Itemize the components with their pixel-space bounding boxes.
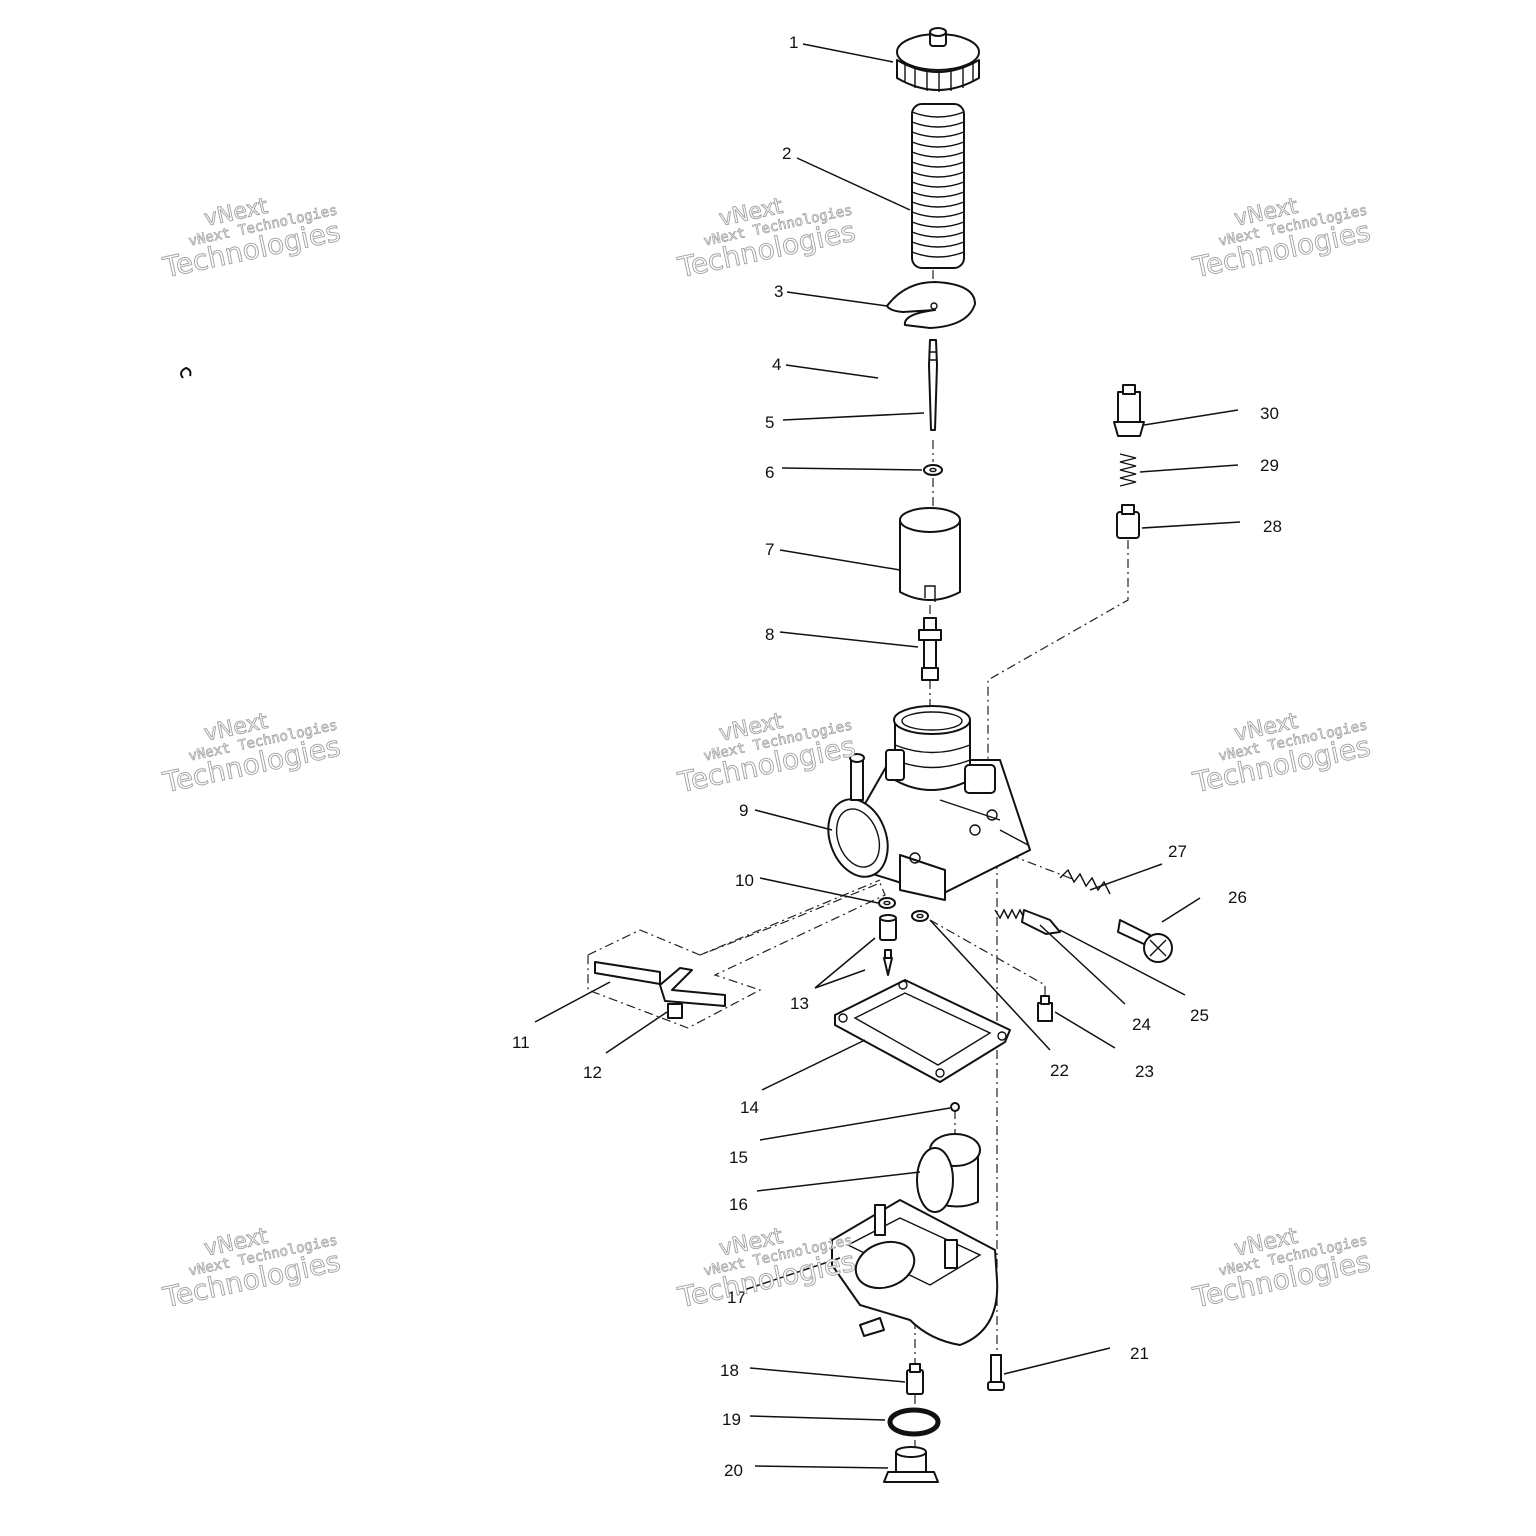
callout-26: 26 [1228,888,1247,907]
callout-3: 3 [774,282,783,301]
callout-29: 29 [1260,456,1279,475]
svg-text:vNext: vNext [1232,1224,1300,1262]
callout-5: 5 [765,413,774,432]
part-18-main-jet [906,1363,924,1395]
callout-14: 14 [740,1098,759,1117]
callout-9: 9 [739,801,748,820]
part-21-screw [987,1354,1005,1391]
svg-text:vNext Technologies: vNext Technologies [702,717,854,764]
part-12-float-arm [659,967,726,1019]
part-5-jet-needle [928,339,938,431]
svg-text:vNext: vNext [202,709,270,747]
svg-text:vNext: vNext [202,1224,270,1262]
callout-24: 24 [1132,1015,1151,1034]
part-23-pilot-jet [1037,995,1053,1022]
part-2-throttle-spring [911,103,965,269]
svg-text:Technologies: Technologies [159,1245,343,1315]
part-28-plunger [1116,504,1140,539]
part-20-drain-plug [883,1446,939,1483]
svg-text:vNext Technologies: vNext Technologies [702,202,854,249]
callout-20: 20 [724,1461,743,1480]
callout-13: 13 [790,994,809,1013]
callout-12: 12 [583,1063,602,1082]
callout-28: 28 [1263,517,1282,536]
svg-text:vNext Technologies: vNext Technologies [187,717,339,764]
svg-text:Technologies: Technologies [674,730,858,800]
part-11-float-pin [594,961,661,985]
svg-text:vNext: vNext [1232,709,1300,747]
svg-text:vNext: vNext [717,194,785,232]
part-6-washer [923,464,943,476]
part-16-float [916,1133,981,1213]
svg-text:vNext Technologies: vNext Technologies [1217,717,1369,764]
svg-text:Technologies: Technologies [1189,1245,1373,1315]
part-15-check-ball [950,1102,960,1112]
svg-text:vNext Technologies: vNext Technologies [1217,1232,1369,1279]
callout-27: 27 [1168,842,1187,861]
callout-6: 6 [765,463,774,482]
part-17-float-bowl [831,1199,999,1346]
part-13-needle-valve-seat [879,914,897,976]
callout-18: 18 [720,1361,739,1380]
part-19-o-ring [887,1407,941,1437]
part-25-idle-screw [1021,909,1061,935]
part-30-plunger-cap [1113,384,1145,437]
svg-text:Technologies: Technologies [159,215,343,285]
watermark-top-right: vNext vNext Technologies Technologies [1189,193,1374,285]
part-1-carburetor-cap [896,27,980,92]
part-3-retainer-plate [886,281,976,329]
svg-text:vNext: vNext [1232,194,1300,232]
watermark-bottom-left: vNext vNext Technologies Technologies [159,1223,344,1315]
watermark-top-center: vNext vNext Technologies Technologies [674,193,859,285]
part-4-needle-clip [180,367,192,379]
callout-7: 7 [765,540,774,559]
svg-text:vNext Technologies: vNext Technologies [1217,202,1369,249]
part-26-throttle-stop-screw [1117,919,1173,963]
svg-text:vNext Technologies: vNext Technologies [187,1232,339,1279]
callout-2: 2 [782,144,791,163]
callout-11: 11 [512,1033,530,1052]
part-14-float-bowl-gasket [834,979,1011,1083]
watermark-bottom-right: vNext vNext Technologies Technologies [1189,1223,1374,1315]
part-9-carburetor-body [827,705,1031,901]
part-22-washer [911,910,929,922]
callout-8: 8 [765,625,774,644]
svg-text:Technologies: Technologies [1189,730,1373,800]
part-29-spring [1119,453,1137,487]
callout-15: 15 [729,1148,748,1167]
callout-10: 10 [735,871,754,890]
leader-lines [534,43,1241,1469]
callout-19: 19 [722,1410,741,1429]
callout-21: 21 [1130,1344,1149,1363]
callout-labels: 1 2 3 4 5 6 7 8 9 10 11 12 13 14 15 16 1… [512,33,1282,1480]
callout-23: 23 [1135,1062,1154,1081]
callout-16: 16 [729,1195,748,1214]
part-24-spring [994,908,1025,920]
watermark-middle-left: vNext vNext Technologies Technologies [159,708,344,800]
svg-text:Technologies: Technologies [1189,215,1373,285]
svg-text:Technologies: Technologies [674,1245,858,1315]
callout-25: 25 [1190,1006,1209,1025]
svg-text:Technologies: Technologies [159,730,343,800]
svg-text:vNext Technologies: vNext Technologies [187,202,339,249]
callout-22: 22 [1050,1061,1069,1080]
callout-4: 4 [772,355,781,374]
watermark-middle-right: vNext vNext Technologies Technologies [1189,708,1374,800]
callout-1: 1 [789,33,798,52]
part-10-washer [878,897,896,909]
callout-17: 17 [727,1288,746,1307]
watermarks: vNext vNext Technologies Technologies vN… [159,193,1374,1315]
part-27-spring [1059,868,1111,895]
svg-text:vNext: vNext [717,709,785,747]
svg-text:Technologies: Technologies [674,215,858,285]
part-7-throttle-valve [899,507,961,602]
svg-text:vNext: vNext [202,194,270,232]
svg-text:vNext: vNext [717,1224,785,1262]
watermark-middle-center: vNext vNext Technologies Technologies [674,708,859,800]
callout-30: 30 [1260,404,1279,423]
part-8-needle-jet [918,617,942,681]
watermark-top-left: vNext vNext Technologies Technologies [159,193,344,285]
